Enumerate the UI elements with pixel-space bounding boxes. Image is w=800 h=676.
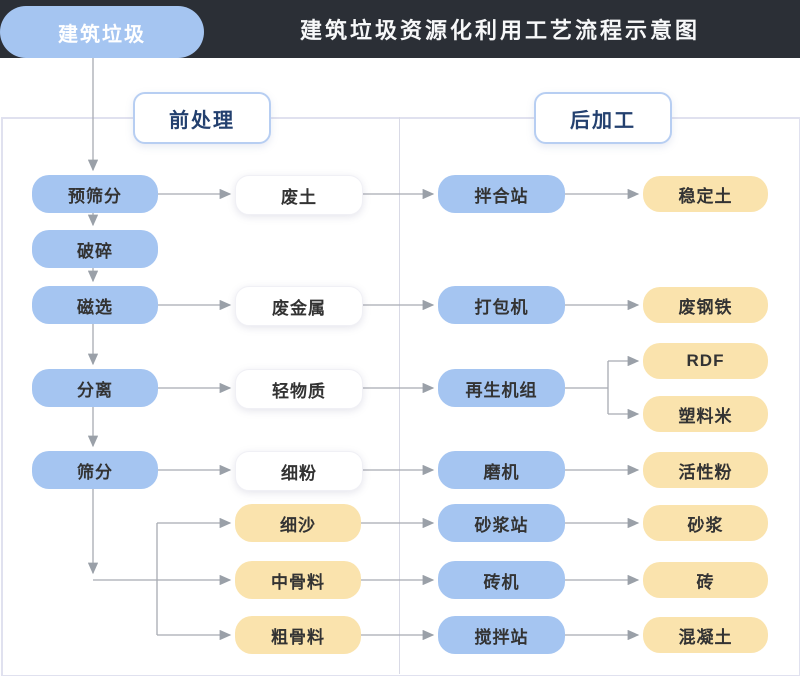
section-preprocessing: 前处理 — [133, 92, 271, 144]
node-mill: 磨机 — [438, 451, 565, 489]
source-tab: 建筑垃圾 — [0, 6, 204, 58]
node-coarse-aggregate: 粗骨料 — [235, 616, 361, 654]
node-active-powder: 活性粉 — [643, 452, 768, 488]
node-mortar: 砂浆 — [643, 505, 768, 541]
page-title: 建筑垃圾资源化利用工艺流程示意图 — [299, 18, 700, 43]
section-postprocessing: 后加工 — [534, 92, 672, 144]
node-brick: 砖 — [643, 562, 768, 598]
node-screening: 筛分 — [32, 451, 158, 489]
node-fine-sand: 细沙 — [235, 504, 361, 542]
node-waste-soil: 废土 — [235, 175, 363, 215]
node-magnetic-separation: 磁选 — [32, 286, 158, 324]
node-baler: 打包机 — [438, 286, 565, 324]
node-regeneration-unit: 再生机组 — [438, 369, 565, 407]
node-medium-aggregate: 中骨料 — [235, 561, 361, 599]
node-brick-machine: 砖机 — [438, 561, 565, 599]
node-scrap-metal: 废金属 — [235, 286, 363, 326]
node-concrete: 混凝土 — [643, 617, 768, 653]
node-scrap-steel: 废钢铁 — [643, 287, 768, 323]
node-rdf: RDF — [643, 343, 768, 379]
node-fine-powder: 细粉 — [235, 451, 363, 491]
node-agitating-station: 搅拌站 — [438, 616, 565, 654]
node-pre-screening: 预筛分 — [32, 175, 158, 213]
node-separation: 分离 — [32, 369, 158, 407]
node-mortar-station: 砂浆站 — [438, 504, 565, 542]
node-mixing-plant: 拌合站 — [438, 175, 565, 213]
node-plastic-pellets: 塑料米 — [643, 396, 768, 432]
node-light-material: 轻物质 — [235, 369, 363, 409]
node-crushing: 破碎 — [32, 230, 158, 268]
node-stabilized-soil: 稳定土 — [643, 176, 768, 212]
panel-divider — [399, 117, 400, 674]
